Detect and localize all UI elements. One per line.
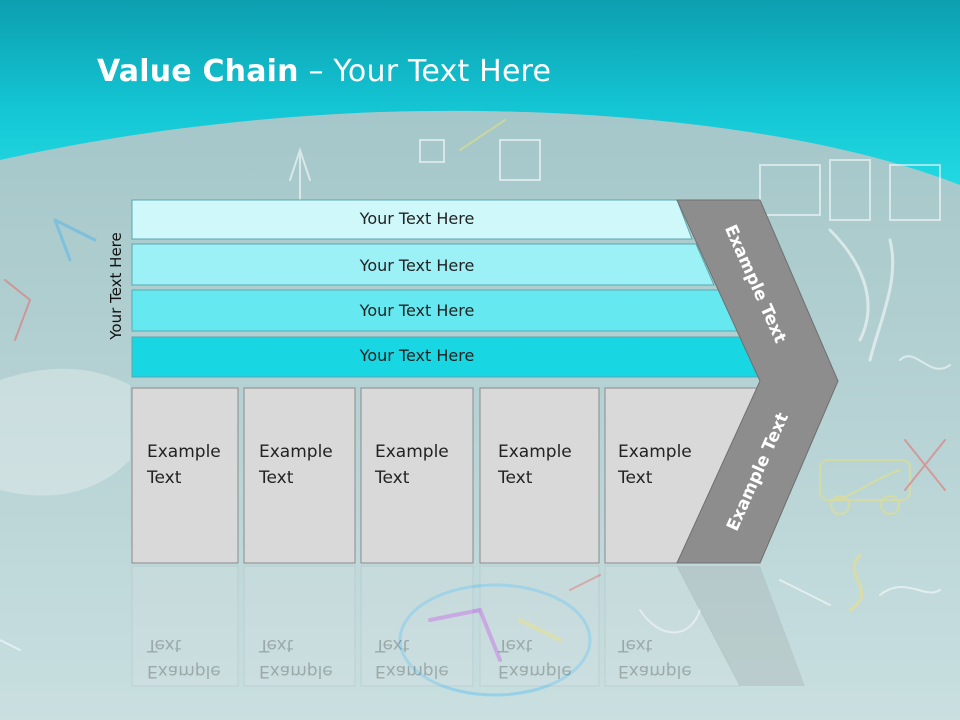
title-rest: – Your Text Here xyxy=(298,54,552,89)
box-1-reflection: Example Text xyxy=(147,635,221,681)
activity-box-1 xyxy=(131,387,239,564)
slide-title: Value Chain – Your Text Here xyxy=(97,54,551,89)
activity-box-4 xyxy=(479,387,600,564)
box-4-reflection: Example Text xyxy=(498,635,572,681)
band-2-label: Your Text Here xyxy=(359,256,475,275)
box-1-label: Example Text xyxy=(147,442,221,488)
band-3-label: Your Text Here xyxy=(359,301,475,320)
box-5-reflection: Example Text xyxy=(618,635,692,681)
box-3-reflection: Example Text xyxy=(375,635,449,681)
band-2 xyxy=(131,243,715,286)
box-2-reflection: Example Text xyxy=(259,635,333,681)
box-5-label: Example Text xyxy=(618,442,692,488)
box-2-label: Example Text xyxy=(259,442,333,488)
activity-box-3 xyxy=(360,387,474,564)
margin-chevron xyxy=(676,199,839,564)
box-3-label: Example Text xyxy=(375,442,449,488)
vertical-label: Your Text Here xyxy=(107,232,125,340)
box-4-label: Example Text xyxy=(498,442,572,488)
activity-box-2 xyxy=(243,387,356,564)
band-1 xyxy=(131,199,693,240)
chevron-reflection xyxy=(677,566,805,686)
title-bold: Value Chain xyxy=(97,54,299,89)
band-1-label: Your Text Here xyxy=(359,209,475,228)
band-4-label: Your Text Here xyxy=(359,346,475,365)
